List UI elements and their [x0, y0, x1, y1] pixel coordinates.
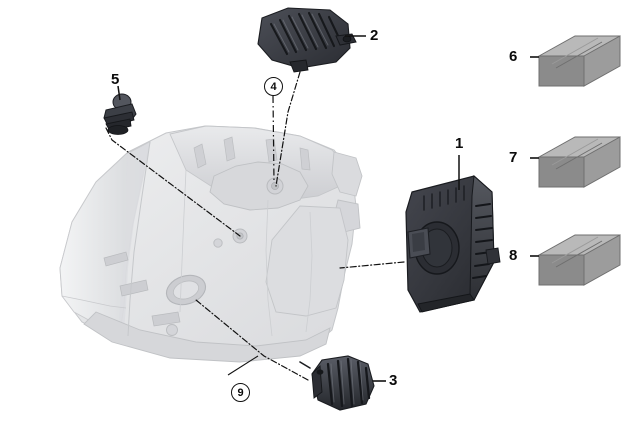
housing-lower-skirt: [83, 311, 331, 363]
control-module-side-fins: [472, 203, 493, 279]
led-driver-bottom-fins: [326, 357, 371, 408]
housing-rib-d: [299, 147, 311, 171]
box1-right-face: [583, 35, 621, 87]
housing-right-body: [265, 205, 349, 317]
box3-right-face: [583, 234, 621, 286]
box3-left-face: [538, 254, 585, 286]
leader-line-9: [227, 355, 259, 376]
housing-contour-5: [61, 295, 127, 309]
housing-slot-a: [119, 279, 149, 297]
led-driver-top-fin-highlights: [273, 13, 329, 53]
housing-right-mount-ear: [331, 151, 363, 197]
housing-boss-screw-4-hole: [271, 182, 279, 190]
control-module-side-nub: [485, 247, 501, 265]
housing-boss-b: [166, 324, 178, 336]
housing-boss-c: [213, 238, 223, 248]
housing-contour-2: [179, 169, 187, 313]
led-driver-bottom-tab: [299, 361, 311, 369]
rubber-grommet-cap: [103, 93, 137, 135]
repair-kit-box-1: [530, 35, 621, 87]
box2-right-face: [583, 136, 621, 188]
control-module-plug-tab-inner: [412, 232, 425, 252]
callout-label-6[interactable]: 6: [509, 48, 518, 65]
housing-contour-3: [265, 199, 273, 337]
repair-kit-box-2: [530, 136, 621, 188]
headlight-housing-assembly: [59, 125, 363, 363]
leader-line-5: [117, 85, 121, 101]
led-driver-top-body: [257, 7, 351, 69]
grommet-base: [107, 125, 129, 135]
control-module-right-edge: [469, 174, 495, 301]
housing-contour-4: [305, 211, 313, 333]
led-driver-bottom-hole: [316, 369, 324, 375]
led-driver-bottom-fin-highlights: [330, 359, 364, 405]
control-module-bottom-lip: [417, 293, 475, 313]
callout-label-8[interactable]: 8: [509, 247, 518, 264]
led-driver-top-connector: [289, 59, 309, 73]
control-module-top-ribs: [423, 185, 465, 211]
assembly-line-3-to-housing: [195, 299, 309, 381]
box2-seam-line-2: [551, 138, 599, 166]
led-driver-top-fins: [269, 11, 343, 56]
headlight-control-module: [405, 174, 501, 313]
housing-slot-c: [151, 311, 181, 327]
box3-seam-line-2: [551, 236, 599, 264]
box2-left-face: [538, 156, 585, 188]
housing-rib-a: [193, 143, 207, 169]
callout-label-4[interactable]: 4: [264, 77, 283, 96]
housing-contour-1: [127, 141, 151, 337]
led-driver-module-top: [257, 7, 357, 73]
box2-seam-line: [555, 142, 603, 170]
callout-label-2[interactable]: 2: [370, 27, 379, 44]
callout-label-1[interactable]: 1: [455, 135, 464, 152]
assembly-line-5-to-housing: [105, 127, 241, 237]
assembly-line-1-to-housing: [339, 261, 405, 269]
callout-label-7[interactable]: 7: [509, 149, 518, 166]
assembly-line-2-to-housing: [275, 71, 301, 187]
callout-label-5[interactable]: 5: [111, 71, 120, 88]
callout-label-3[interactable]: 3: [389, 372, 398, 389]
callout-label-9[interactable]: 9: [231, 383, 250, 402]
led-driver-top-mount-hole: [342, 35, 352, 43]
housing-slot-b: [103, 251, 129, 267]
box1-seam-line-2: [551, 37, 599, 65]
housing-center-bracket: [209, 161, 309, 211]
repair-kit-box-3: [530, 234, 621, 286]
box1-seam-line: [555, 41, 603, 69]
housing-bulb-aperture-inner: [172, 280, 200, 300]
box1-left-face: [538, 55, 585, 87]
housing-rib-b: [223, 136, 236, 162]
box3-seam-line: [555, 240, 603, 268]
housing-lens-rib: [118, 142, 150, 330]
led-driver-module-bottom: [299, 355, 375, 411]
